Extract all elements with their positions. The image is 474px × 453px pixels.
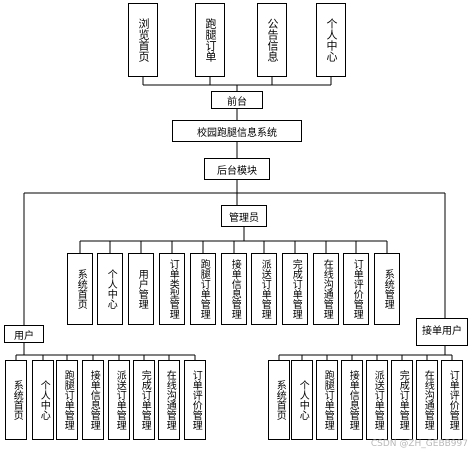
admin-module-1-label: 系统首页 <box>75 269 87 309</box>
user-node-label: 用户 <box>14 330 34 342</box>
admin-module-2-label: 个人中心 <box>105 269 117 309</box>
user-module-2-label: 个人中心 <box>38 380 50 420</box>
user-module-8-label: 订单评价管理 <box>190 370 202 430</box>
backend-node: 后台模块 <box>204 158 270 180</box>
admin-module-10-label: 订单评价管理 <box>351 259 363 319</box>
user-module-6-label: 完成订单管理 <box>139 370 151 430</box>
runner-module-5: 派送订单管理 <box>366 360 388 440</box>
front-module-1-label: 浏览首页 <box>137 18 150 62</box>
runner-module-7: 在线沟通管理 <box>416 360 438 440</box>
user-module-6: 完成订单管理 <box>133 360 155 440</box>
admin-module-11: 系统管理 <box>374 253 400 325</box>
admin-module-5-label: 跑腿订单管理 <box>198 259 210 319</box>
admin-module-6: 接单信息管理 <box>221 253 247 325</box>
system-node-label: 校园跑腿信息系统 <box>197 127 277 139</box>
runner-node: 接单用户 <box>416 318 468 346</box>
user-module-1-label: 系统首页 <box>11 380 23 420</box>
admin-module-8: 完成订单管理 <box>282 253 308 325</box>
user-module-1: 系统首页 <box>5 360 27 440</box>
admin-module-1: 系统首页 <box>67 253 93 325</box>
user-module-5: 派送订单管理 <box>108 360 130 440</box>
admin-module-9: 在线沟通管理 <box>313 253 339 325</box>
runner-module-1-label: 系统首页 <box>274 380 286 420</box>
frontend-node: 前台 <box>211 91 263 109</box>
admin-module-5: 跑腿订单管理 <box>190 253 216 325</box>
runner-module-4-label: 接单信息管理 <box>347 370 359 430</box>
runner-module-7-label: 在线沟通管理 <box>422 370 434 430</box>
user-node: 用户 <box>4 325 44 343</box>
runner-node-label: 接单用户 <box>422 326 462 337</box>
user-module-4-label: 接单信息管理 <box>88 370 100 430</box>
user-module-7-label: 在线沟通管理 <box>164 370 176 430</box>
frontend-node-label: 前台 <box>227 96 247 108</box>
runner-module-1: 系统首页 <box>268 360 290 440</box>
user-module-7: 在线沟通管理 <box>158 360 180 440</box>
admin-module-4: 订单类型管理 <box>159 253 185 325</box>
watermark: CSDN @ZH_GEBB997 <box>370 439 468 449</box>
admin-node-label: 管理员 <box>229 212 259 224</box>
user-module-4: 接单信息管理 <box>82 360 104 440</box>
admin-module-9-label: 在线沟通管理 <box>321 259 333 319</box>
user-module-2: 个人中心 <box>32 360 54 440</box>
runner-module-2-label: 个人中心 <box>297 380 309 420</box>
front-module-4: 个人中心 <box>316 3 346 77</box>
admin-module-3: 用户管理 <box>128 253 154 325</box>
admin-module-6-label: 接单信息管理 <box>229 259 241 319</box>
front-module-1: 浏览首页 <box>128 3 158 77</box>
user-module-5-label: 派送订单管理 <box>114 370 126 430</box>
admin-module-7: 派送订单管理 <box>251 253 277 325</box>
runner-module-8: 订单评价管理 <box>441 360 463 440</box>
front-module-2: 跑腿订单 <box>195 3 225 77</box>
runner-module-6-label: 完成订单管理 <box>397 370 409 430</box>
user-module-8: 订单评价管理 <box>184 360 206 440</box>
runner-module-5-label: 派送订单管理 <box>372 370 384 430</box>
runner-module-3: 跑腿订单管理 <box>316 360 338 440</box>
admin-module-7-label: 派送订单管理 <box>259 259 271 319</box>
runner-module-6: 完成订单管理 <box>391 360 413 440</box>
user-module-3-label: 跑腿订单管理 <box>62 370 74 430</box>
admin-module-3-label: 用户管理 <box>136 269 148 309</box>
front-module-3: 公告信息 <box>257 3 287 77</box>
admin-module-11-label: 系统管理 <box>382 269 394 309</box>
admin-module-10: 订单评价管理 <box>343 253 369 325</box>
front-module-3-label: 公告信息 <box>266 18 279 62</box>
admin-module-2: 个人中心 <box>97 253 123 325</box>
user-module-3: 跑腿订单管理 <box>56 360 78 440</box>
runner-module-3-label: 跑腿订单管理 <box>322 370 334 430</box>
runner-module-4: 接单信息管理 <box>341 360 363 440</box>
front-module-4-label: 个人中心 <box>325 18 338 62</box>
runner-module-2: 个人中心 <box>291 360 313 440</box>
runner-module-8-label: 订单评价管理 <box>447 370 459 430</box>
admin-module-8-label: 完成订单管理 <box>290 259 302 319</box>
backend-node-label: 后台模块 <box>217 165 257 177</box>
front-module-2-label: 跑腿订单 <box>204 18 217 62</box>
system-node: 校园跑腿信息系统 <box>172 120 302 142</box>
admin-module-4-label: 订单类型管理 <box>167 259 179 319</box>
admin-node: 管理员 <box>221 205 267 227</box>
